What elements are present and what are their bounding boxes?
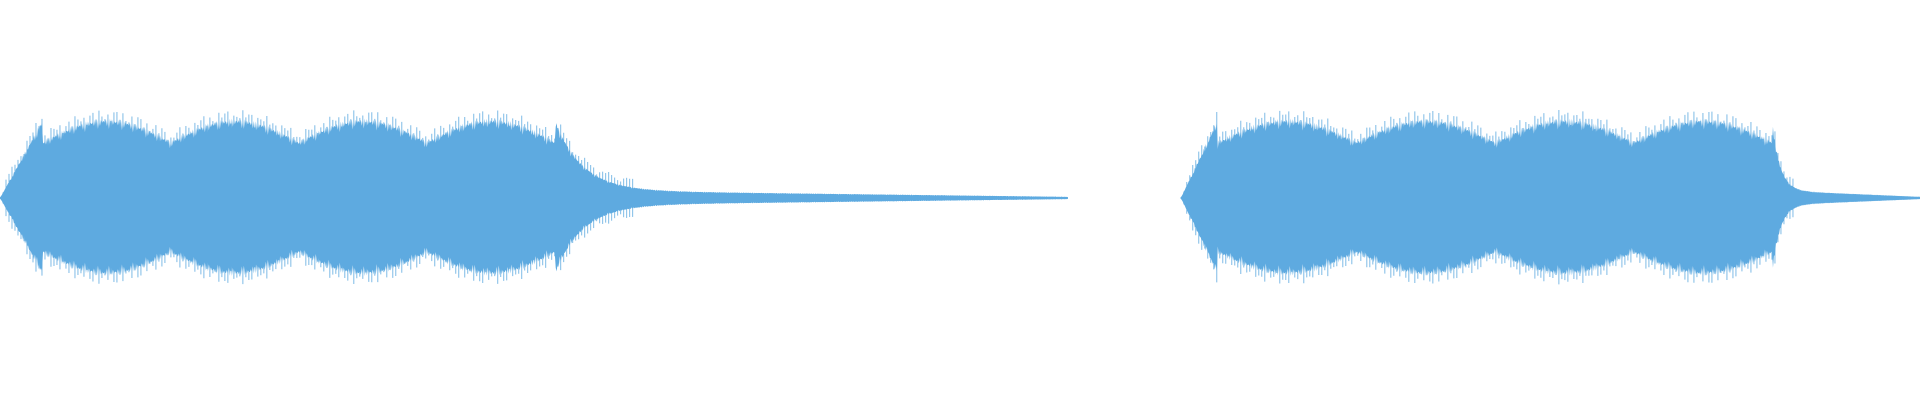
waveform-clip-1-spikes (0, 110, 1068, 285)
waveform-clip-2-spikes (1180, 110, 1920, 285)
waveform-clip-2[interactable] (1180, 118, 1920, 276)
